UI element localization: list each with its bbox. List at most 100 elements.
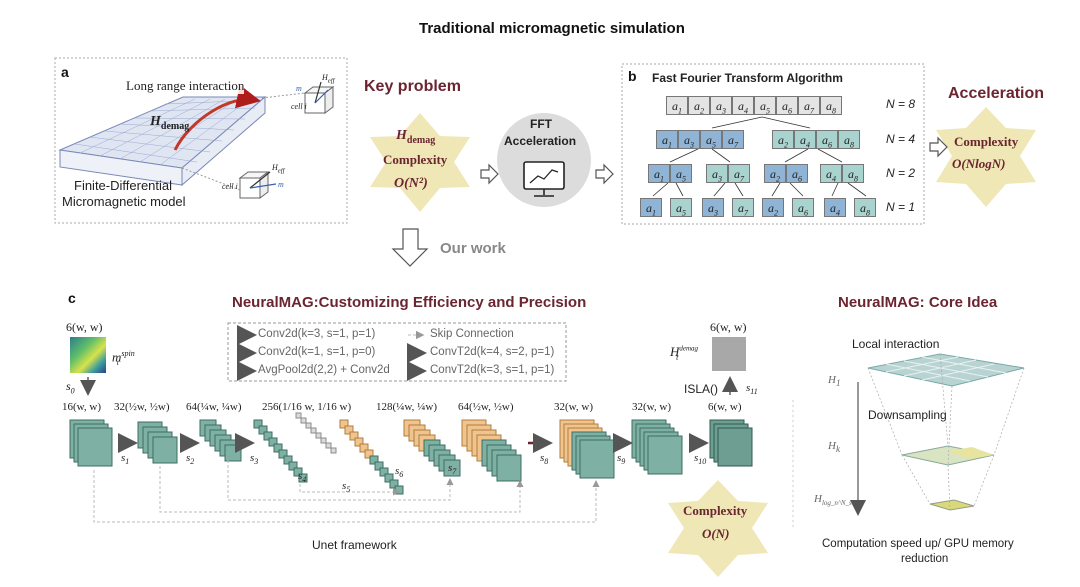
panel-b-letter: b <box>628 68 637 84</box>
fft-cell-n2: a6 <box>786 164 808 183</box>
step-label: s5 <box>342 480 351 495</box>
demag-output-image <box>712 337 746 371</box>
step-label: s9 <box>617 452 626 467</box>
fft-cell-n2: a8 <box>842 164 864 183</box>
step-label: s6 <box>395 465 404 480</box>
fft-cell-n1: a7 <box>732 198 754 217</box>
downsampling-label: Downsampling <box>868 408 947 422</box>
fft-cell-n2: a3 <box>706 164 728 183</box>
fft-cell-n8: a1 <box>666 96 688 115</box>
long-range-label: Long range interaction <box>126 78 245 94</box>
acceleration-star <box>936 107 1036 207</box>
complexity-on-star <box>668 480 768 577</box>
fft-cell-n4: a5 <box>700 130 722 149</box>
n-label-8: N = 8 <box>886 97 916 111</box>
step-label: s8 <box>540 452 549 467</box>
layer-dim-6: 64(½w, ½w) <box>458 401 514 413</box>
legend-box <box>227 322 567 382</box>
legend-convt-k4: ConvT2d(k=4, s=2, p=1) <box>430 346 555 358</box>
mi-top: m <box>296 84 302 93</box>
legend-arrows <box>237 325 427 381</box>
cell-i-top: cell i <box>291 102 307 111</box>
fft-cell-n1: a5 <box>670 198 692 217</box>
mi-bottom: m <box>278 180 284 189</box>
layer-dim-7: 32(w, w) <box>554 401 593 413</box>
s0-label: s0 <box>66 379 75 396</box>
fft-cell-n4: a8 <box>838 130 860 149</box>
fft-cell-n8: a3 <box>710 96 732 115</box>
panel-a-grid-slab <box>58 81 335 199</box>
fft-cell-n4: a2 <box>772 130 794 149</box>
fft-cell-n1: a2 <box>762 198 784 217</box>
unet-label: Unet framework <box>312 538 397 552</box>
unet-blocks <box>69 412 753 495</box>
key-problem-title: Key problem <box>364 78 461 95</box>
hdemag-label: Hdemag <box>150 114 190 132</box>
fft-tree-lines <box>652 116 867 197</box>
panel-c-title: NeuralMAG:Customizing Efficiency and Pre… <box>232 294 587 311</box>
fft-cell-n1: a4 <box>824 198 846 217</box>
layer-dim-3: 64(¼w, ¼w) <box>186 401 242 413</box>
acceleration-complexity: Complexity <box>954 134 1019 149</box>
legend-avgpool: AvgPool2d(2,2) + Conv2d <box>258 364 390 376</box>
fft-cell-n4: a4 <box>794 130 816 149</box>
spin-input-image <box>70 337 106 373</box>
fft-cell-n8: a6 <box>776 96 798 115</box>
core-idea-pyramid <box>850 353 1025 516</box>
legend-conv-k1: Conv2d(k=1, s=1, p=0) <box>258 346 376 358</box>
fft-cell-n8: a8 <box>820 96 842 115</box>
layer-dim-2: 32(½w, ½w) <box>114 401 170 413</box>
step-label: s7 <box>448 462 457 477</box>
output-label: Hdemagt <box>670 344 699 362</box>
panel-a-frame <box>54 57 348 224</box>
fft-cell-n8: a5 <box>754 96 776 115</box>
layer-dim-1: 16(w, w) <box>62 401 101 413</box>
n-label-1: N = 1 <box>886 200 916 214</box>
fft-algorithm-title: Fast Fourier Transform Algorithm <box>652 71 843 85</box>
fft-cell-n4: a6 <box>816 130 838 149</box>
fft-cell-n2: a2 <box>764 164 786 183</box>
fft-cell-n1: a6 <box>792 198 814 217</box>
hollow-arrows <box>391 136 948 267</box>
fft-cell-n4: a3 <box>678 130 700 149</box>
key-problem-complexity: Complexity <box>383 152 448 167</box>
output-dim: 6(w, w) <box>710 320 747 334</box>
acceleration-order: O(NlogN) <box>952 156 1006 171</box>
fft-cell-n2: a7 <box>728 164 750 183</box>
fft-cell-n4: a7 <box>722 130 744 149</box>
fft-cell-n2: a4 <box>820 164 842 183</box>
fft-cell-n8: a4 <box>732 96 754 115</box>
key-problem-star <box>370 113 470 212</box>
hk-label: Hk <box>828 440 841 455</box>
our-work-label: Our work <box>440 240 506 257</box>
fft-cell-n1: a8 <box>854 198 876 217</box>
n-label-2: N = 2 <box>886 166 916 180</box>
n-label-4: N = 4 <box>886 132 916 146</box>
fft-circle <box>497 113 591 207</box>
heff-top: Heff <box>322 73 335 85</box>
fd-label-1: Finite-Differential <box>74 178 173 193</box>
unet-order: O(N) <box>702 526 730 541</box>
panel-b-frame <box>621 63 925 225</box>
panel-a-letter: a <box>61 64 69 80</box>
fft-cell-n2: a5 <box>670 164 692 183</box>
layer-dim-8: 32(w, w) <box>632 401 671 413</box>
step-label: s10 <box>694 452 707 467</box>
legend-convt-k3: ConvT2d(k=3, s=1, p=1) <box>430 364 555 376</box>
isla-label: ISLA() <box>684 382 719 396</box>
local-interaction-label: Local interaction <box>852 337 940 351</box>
fft-cell-n8: a7 <box>798 96 820 115</box>
skip-connections <box>93 460 600 523</box>
step-label: s3 <box>250 452 259 467</box>
acceleration-title: Acceleration <box>948 85 1045 102</box>
core-caption-2: reduction <box>901 553 949 565</box>
legend-conv-k3: Conv2d(k=3, s=1, p=1) <box>258 328 376 340</box>
layer-dim-4: 256(1/16 w, 1/16 w) <box>262 401 352 413</box>
core-caption-1: Computation speed up/ GPU memory <box>822 538 1014 550</box>
step-label: s1 <box>121 452 130 467</box>
heff-bottom: Heff <box>272 163 285 175</box>
legend-skip: Skip Connection <box>430 328 514 340</box>
fft-acceleration-label: Acceleration <box>504 134 577 148</box>
